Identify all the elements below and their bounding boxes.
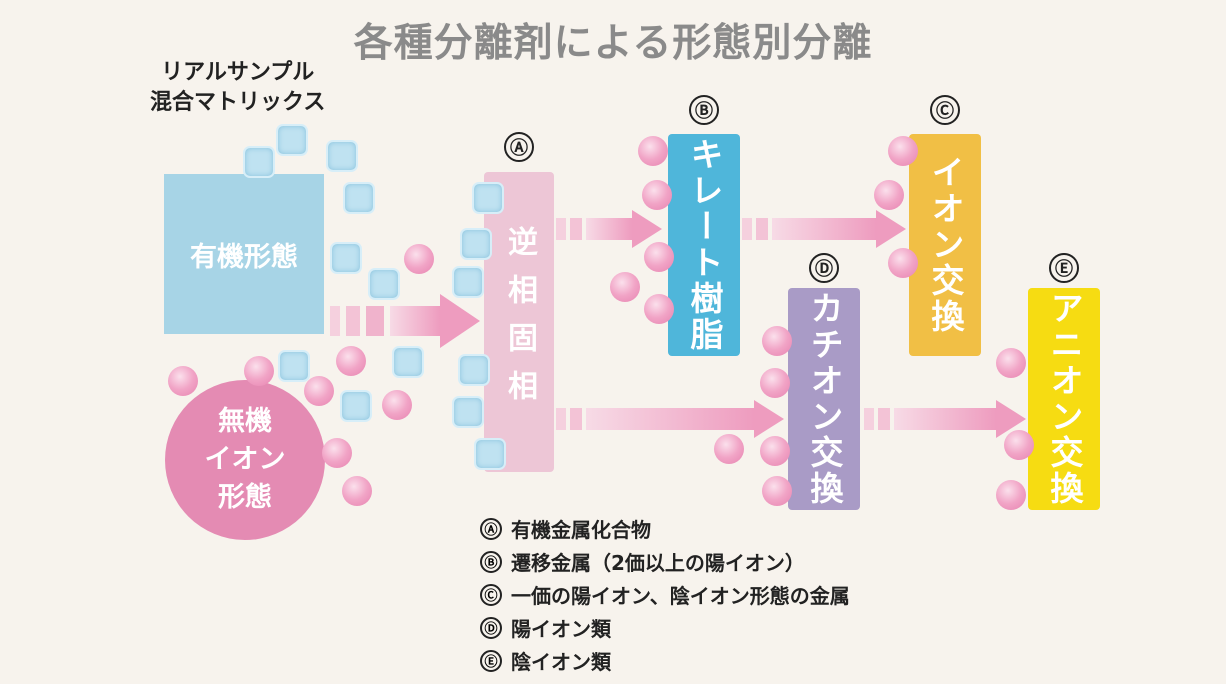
ion-ball (244, 356, 274, 386)
organic-cube (278, 350, 310, 382)
column-c-label: イオン交換 (926, 155, 965, 335)
ion-ball (760, 436, 790, 466)
column-d-label: カチオン交換 (805, 291, 844, 507)
sample-label-line2: 混合マトリックス (150, 90, 326, 115)
arrow-b-to-c (742, 210, 906, 248)
organic-cube (343, 182, 375, 214)
legend-text-e: 陰イオン類 (511, 650, 611, 674)
legend-item-b: Ⓑ 遷移金属（2価以上の陽イオン） (480, 545, 850, 578)
column-b-label: キレート樹脂 (685, 137, 724, 353)
organic-cube (340, 390, 372, 422)
legend-mark-e: Ⓔ (480, 649, 502, 672)
inorganic-line3: 形態 (218, 482, 272, 513)
ion-ball (874, 180, 904, 210)
organic-cube (458, 354, 490, 386)
ion-ball (644, 294, 674, 324)
ion-ball (644, 242, 674, 272)
column-a-mark: Ⓐ (504, 132, 534, 162)
ion-ball (642, 180, 672, 210)
ion-ball (336, 346, 366, 376)
legend: Ⓐ 有機金属化合物 Ⓑ 遷移金属（2価以上の陽イオン） Ⓒ 一価の陽イオン、陰イ… (480, 512, 850, 677)
ion-ball (888, 136, 918, 166)
ion-ball (610, 272, 640, 302)
ion-ball (760, 368, 790, 398)
legend-text-a: 有機金属化合物 (511, 518, 651, 542)
column-d-cation-exchange: カチオン交換 (788, 288, 860, 510)
ion-ball (168, 366, 198, 396)
organic-form-label: 有機形態 (190, 241, 298, 273)
organic-cube (326, 140, 358, 172)
ion-ball (762, 476, 792, 506)
legend-item-e: Ⓔ 陰イオン類 (480, 644, 850, 677)
organic-cube (392, 346, 424, 378)
inorganic-line2: イオン (204, 444, 286, 475)
ion-ball (762, 326, 792, 356)
legend-item-d: Ⓓ 陽イオン類 (480, 611, 850, 644)
column-e-mark: Ⓔ (1049, 253, 1079, 283)
column-c-ion-exchange: イオン交換 (909, 134, 981, 356)
legend-mark-c: Ⓒ (480, 583, 502, 606)
column-b-mark: Ⓑ (689, 95, 719, 125)
column-d-mark: Ⓓ (809, 253, 839, 283)
column-e-label: アニオン交換 (1045, 291, 1084, 507)
inorganic-form-label: 無機 イオン 形態 (205, 403, 286, 517)
ion-ball (404, 244, 434, 274)
legend-text-d: 陽イオン類 (511, 617, 611, 641)
organic-cube (452, 396, 484, 428)
organic-cube (474, 438, 506, 470)
legend-mark-b: Ⓑ (480, 550, 502, 573)
arrow-a-to-d (556, 400, 784, 438)
ion-ball (996, 348, 1026, 378)
ion-ball (638, 136, 668, 166)
organic-cube (472, 182, 504, 214)
ion-ball (322, 438, 352, 468)
legend-mark-d: Ⓓ (480, 616, 502, 639)
organic-cube (452, 266, 484, 298)
inorganic-line1: 無機 (218, 406, 272, 437)
arrow-a-to-b (556, 210, 662, 248)
arrow-d-to-e (864, 400, 1026, 438)
ion-ball (996, 480, 1026, 510)
organic-cube (243, 146, 275, 178)
organic-form-box: 有機形態 (164, 174, 324, 334)
column-a-reverse-phase: 逆相固相 (484, 172, 554, 472)
column-c-mark: Ⓒ (930, 95, 960, 125)
legend-text-c: 一価の陽イオン、陰イオン形態の金属 (511, 584, 850, 608)
inorganic-form-circle: 無機 イオン 形態 (165, 380, 325, 540)
column-a-label: 逆相固相 (502, 226, 537, 418)
ion-ball (382, 390, 412, 420)
ion-ball (304, 376, 334, 406)
sample-label-line1: リアルサンプル (161, 60, 315, 85)
organic-cube (330, 242, 362, 274)
diagram-title: 各種分離剤による形態別分離 (353, 21, 873, 66)
legend-text-b: 遷移金属（2価以上の陽イオン） (511, 551, 805, 575)
ion-ball (1004, 430, 1034, 460)
input-arrow (330, 294, 480, 348)
ion-ball (714, 434, 744, 464)
legend-item-c: Ⓒ 一価の陽イオン、陰イオン形態の金属 (480, 578, 850, 611)
organic-cube (276, 124, 308, 156)
column-e-anion-exchange: アニオン交換 (1028, 288, 1100, 510)
sample-label: リアルサンプル 混合マトリックス (150, 58, 325, 118)
legend-mark-a: Ⓐ (480, 517, 502, 540)
organic-cube (368, 268, 400, 300)
legend-item-a: Ⓐ 有機金属化合物 (480, 512, 850, 545)
ion-ball (888, 248, 918, 278)
organic-cube (460, 228, 492, 260)
ion-ball (342, 476, 372, 506)
column-b-chelate-resin: キレート樹脂 (668, 134, 740, 356)
